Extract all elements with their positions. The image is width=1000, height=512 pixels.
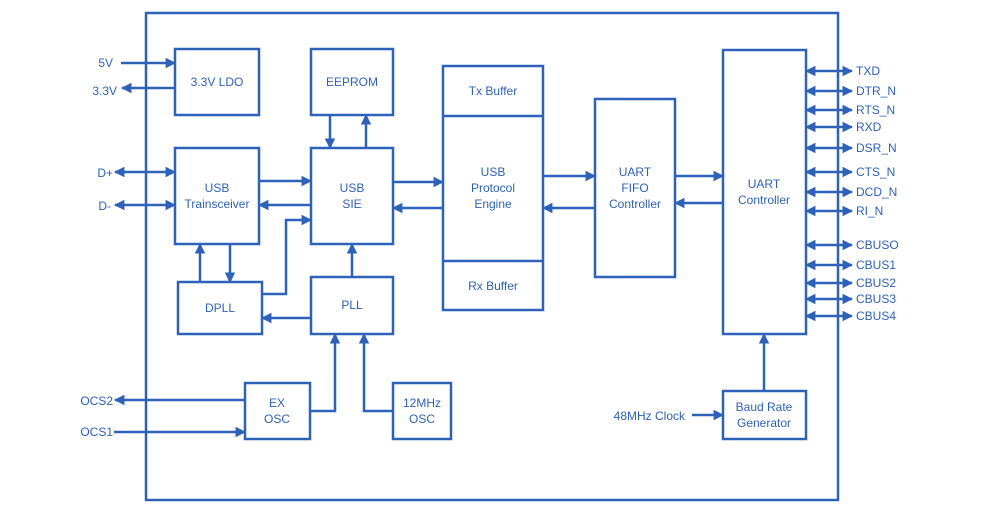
block-tx-buffer-label: Tx Buffer (469, 84, 517, 98)
block-ldo: 3.3V LDO (173, 47, 261, 117)
block-uart-fifo-controller: UART FIFO Controller (593, 97, 677, 279)
block-label-line: USB (340, 181, 365, 195)
block-label-line: Generator (737, 416, 791, 430)
block-usb-sie-label: USB SIE (340, 181, 365, 211)
arrow-12mhz-to-pll (358, 332, 393, 413)
block-label-line: EEPROM (326, 75, 378, 89)
block-usb-transceiver-label: USB Trainsceiver (185, 181, 250, 211)
block-label-line: Rx Buffer (468, 279, 518, 293)
block-label-line: UART (748, 177, 781, 191)
block-label-line: OSC (264, 412, 290, 426)
block-uart-controller: UART Controller (721, 48, 808, 336)
cbus-signal-label: CBUS1 (856, 258, 896, 272)
block-label-line: Baud Rate (736, 400, 793, 414)
block-eeprom-label: EEPROM (326, 75, 378, 89)
signal-ocs2-label: OCS2 (80, 394, 113, 408)
uart-signal-label: RTS_N (856, 103, 895, 117)
block-pll-label: PLL (341, 298, 363, 312)
arrow-exosc-to-pll (310, 332, 341, 413)
block-label-line: PLL (341, 298, 363, 312)
block-label-line: Engine (474, 197, 512, 211)
uart-signal-group: TXD DTR_N RTS_N RXD DSR_N CTS_N DCD_N RI_N (804, 64, 897, 218)
cbus-signal-label: CBUS4 (856, 309, 896, 323)
cbus-signal-label: CBUS3 (856, 292, 896, 306)
block-label-line: UART (619, 165, 652, 179)
signal-48mhz-clock-label: 48MHz Clock (614, 409, 686, 423)
block-label-line: USB (205, 181, 230, 195)
signal-ocs1-label: OCS1 (80, 425, 113, 439)
uart-signal-label: DCD_N (856, 185, 897, 199)
signal-dplus-label: D+ (97, 166, 113, 180)
cbus-signal-label: CBUSO (856, 238, 899, 252)
block-ex-osc: EX OSC (243, 381, 312, 441)
block-label-line: DPLL (205, 301, 235, 315)
block-label-line: Controller (609, 197, 661, 211)
block-label-line: FIFO (621, 181, 648, 195)
signal-5v-label: 5V (98, 56, 113, 70)
uart-signal-label: TXD (856, 64, 880, 78)
signal-dminus-label: D- (98, 199, 111, 213)
signal-3v3-label: 3.3V (92, 84, 117, 98)
uart-signal-label: DTR_N (856, 84, 896, 98)
block-uart-fifo-controller-label: UART FIFO Controller (609, 165, 661, 211)
uart-signal-label: DSR_N (856, 141, 897, 155)
block-label-line: 12MHz (403, 396, 441, 410)
block-rx-buffer-label: Rx Buffer (468, 279, 518, 293)
block-label-line: USB (481, 165, 506, 179)
block-usb-sie: USB SIE (309, 146, 395, 246)
block-dpll-label: DPLL (205, 301, 235, 315)
block-usb-transceiver: USB Trainsceiver (173, 146, 261, 246)
block-label-line: EX (269, 396, 285, 410)
uart-signal-label: CTS_N (856, 165, 895, 179)
block-label-line: 3.3V LDO (191, 75, 244, 89)
block-label-line: SIE (342, 197, 361, 211)
arrow-dpll-to-sie (262, 214, 313, 296)
block-label-line: Protocol (471, 181, 515, 195)
block-eeprom: EEPROM (309, 47, 395, 117)
block-ldo-label: 3.3V LDO (191, 75, 244, 89)
block-label-line: Trainsceiver (185, 197, 250, 211)
block-ex-osc-label: EX OSC (264, 396, 290, 426)
uart-signal-label: RI_N (856, 204, 883, 218)
block-uart-controller-label: UART Controller (738, 177, 790, 207)
block-label-line: OSC (409, 412, 435, 426)
cbus-signal-label: CBUS2 (856, 276, 896, 290)
block-label-line: Tx Buffer (469, 84, 517, 98)
uart-signal-label: RXD (856, 120, 882, 134)
block-pll: PLL (309, 275, 395, 336)
block-label-line: Controller (738, 193, 790, 207)
block-dpll: DPLL (176, 280, 264, 336)
